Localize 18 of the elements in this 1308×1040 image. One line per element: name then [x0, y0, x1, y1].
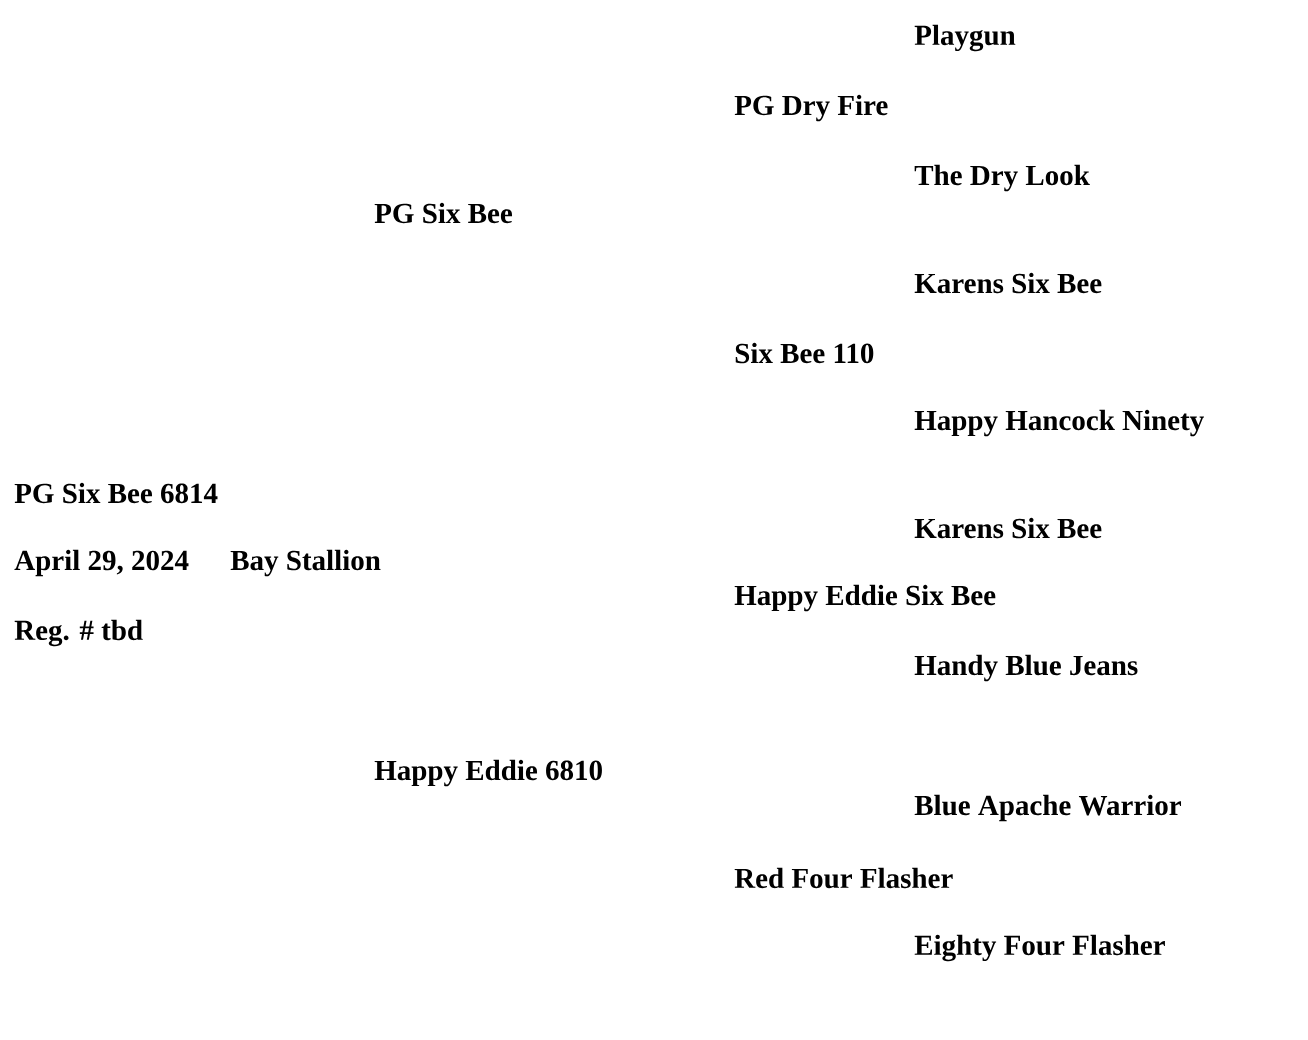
horse-name: PG Dry Fire — [734, 94, 888, 122]
horse-name: Happy Eddie Six Bee — [734, 584, 996, 612]
horse-name: Karens Six Bee — [914, 517, 1102, 539]
horse-name: Six Bee 110 — [735, 342, 874, 364]
horse-name: Happy Hancock Ninety — [914, 409, 1204, 437]
horse-name: Blue Apache Warrior — [914, 794, 1181, 822]
horse-name: Eighty Four Flasher — [914, 934, 1165, 962]
registration-number: Reg. # tbd — [14, 619, 143, 647]
horse-name: Karens Six Bee — [914, 272, 1102, 294]
horse-name: Red Four Flasher — [734, 867, 953, 889]
horse-name: PG Six Bee 6814 — [14, 482, 218, 504]
horse-name: Handy Blue Jeans — [914, 654, 1138, 682]
birth-date: April 29, 2024 — [14, 549, 189, 577]
horse-name: Playgun — [914, 24, 1016, 52]
coat-description: Bay Stallion — [230, 549, 381, 577]
horse-name: PG Six Bee — [374, 202, 512, 224]
horse-name: Happy Eddie 6810 — [374, 759, 602, 787]
horse-name: The Dry Look — [914, 164, 1090, 192]
